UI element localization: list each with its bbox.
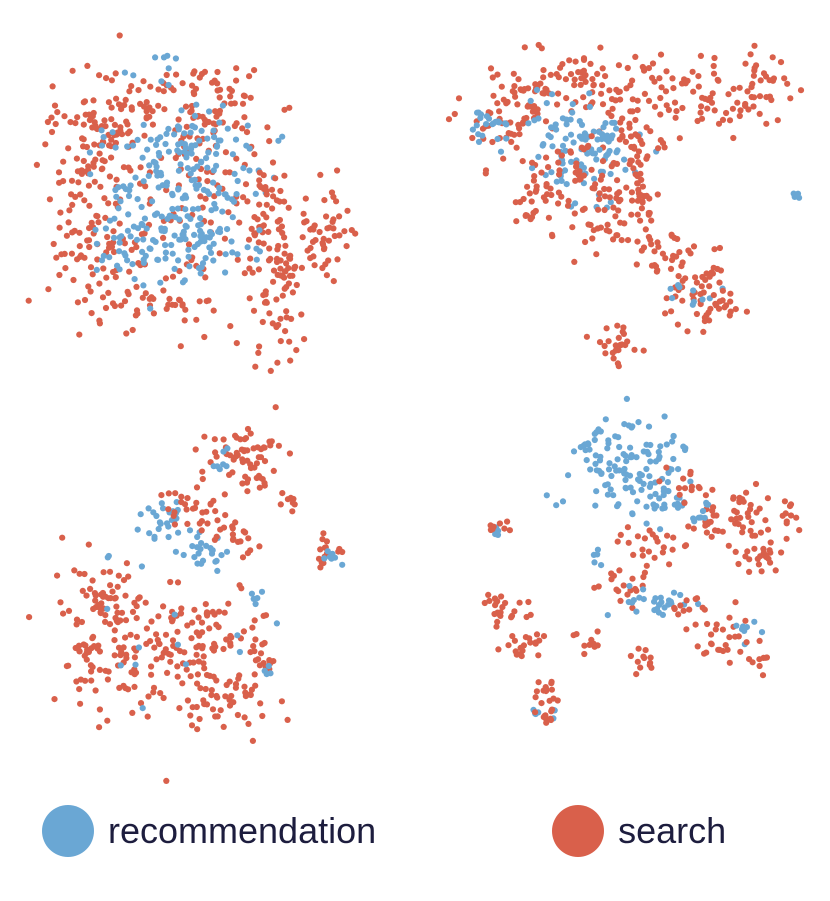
legend: recommendation search [0,803,830,859]
search-label: search [618,810,727,851]
recommendation-swatch-icon [42,805,94,857]
recommendation-label: recommendation [108,810,377,851]
search-swatch-icon [552,805,605,857]
legend-item-search: search [552,805,726,857]
legend-item-recommendation: recommendation [42,805,376,857]
scatter-plots-canvas [25,32,805,785]
